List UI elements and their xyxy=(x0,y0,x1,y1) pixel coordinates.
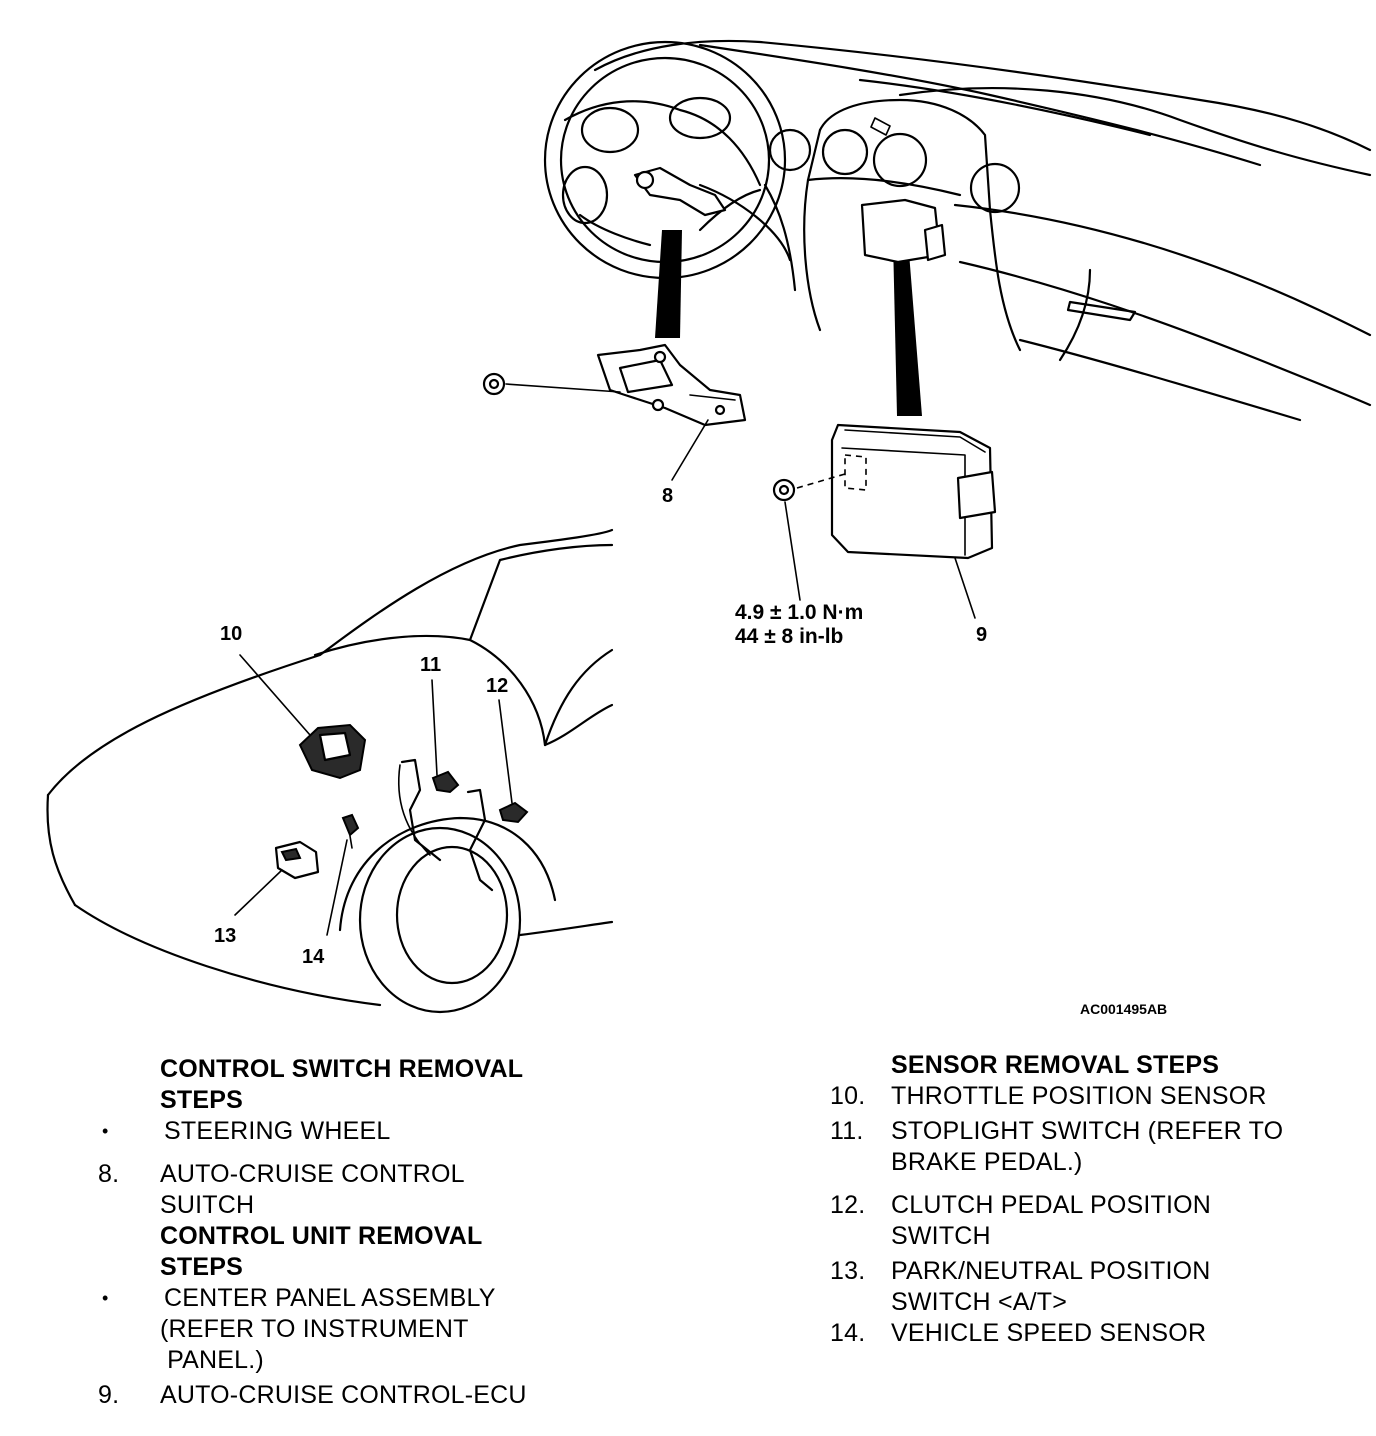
control-unit-heading-line1: CONTROL UNIT REMOVAL xyxy=(160,1222,483,1250)
step-text-continued: SWITCH xyxy=(891,1222,991,1250)
step-text-continued: SUITCH xyxy=(160,1191,255,1219)
leader-wedge-switch xyxy=(655,230,682,338)
step-12-clutch-pedal-switch: 12. CLUTCH PEDAL POSITION xyxy=(830,1190,1350,1221)
leader-wedge-ecu xyxy=(893,240,922,416)
callout-11: 11 xyxy=(420,654,441,676)
step-text: AUTO-CRUISE CONTROL xyxy=(160,1160,465,1188)
part-8-auto-cruise-switch xyxy=(482,343,747,481)
step-8-auto-cruise-switch: 8. AUTO-CRUISE CONTROL xyxy=(98,1159,568,1190)
step-10-throttle-position-sensor: 10. THROTTLE POSITION SENSOR xyxy=(830,1081,1350,1112)
bullet-marker: • xyxy=(102,1288,109,1308)
step-text: STOPLIGHT SWITCH (REFER TO xyxy=(891,1117,1284,1145)
step-text-continued: (REFER TO INSTRUMENT xyxy=(160,1315,469,1343)
control-switch-heading-line2: STEPS xyxy=(160,1086,243,1114)
step-11-stoplight-switch: 11. STOPLIGHT SWITCH (REFER TO xyxy=(830,1116,1350,1147)
control-unit-heading-line2: STEPS xyxy=(160,1253,243,1281)
callout-14: 14 xyxy=(302,946,325,968)
callout-8: 8 xyxy=(662,485,673,507)
step-text: STEERING WHEEL xyxy=(164,1117,391,1145)
bullet-marker: • xyxy=(102,1121,109,1141)
sensor-removal-heading: SENSOR REMOVAL STEPS xyxy=(891,1051,1220,1079)
step-number: 8. xyxy=(98,1160,120,1188)
callout-9: 9 xyxy=(976,624,987,646)
control-switch-unit-removal-steps: CONTROL SWITCH REMOVAL STEPS • STEERING … xyxy=(98,1054,568,1411)
step-number: 9. xyxy=(98,1381,120,1409)
step-number: 13. xyxy=(830,1257,866,1285)
step-text: CLUTCH PEDAL POSITION xyxy=(891,1191,1211,1219)
step-text-continued: SWITCH <A/T> xyxy=(891,1288,1068,1316)
sensor-removal-steps: SENSOR REMOVAL STEPS 10. THROTTLE POSITI… xyxy=(830,1050,1350,1349)
part-9-cruise-ecu xyxy=(772,423,997,619)
step-center-panel: • CENTER PANEL ASSEMBLY xyxy=(98,1283,568,1314)
torque-spec-metric: 4.9 ± 1.0 N·m xyxy=(735,601,863,624)
step-number: 14. xyxy=(830,1319,866,1347)
step-text: VEHICLE SPEED SENSOR xyxy=(891,1319,1207,1347)
step-text-continued: PANEL.) xyxy=(160,1346,264,1374)
step-text: PARK/NEUTRAL POSITION xyxy=(891,1257,1211,1285)
step-number: 10. xyxy=(830,1082,866,1110)
vehicle-front-drawing xyxy=(46,528,614,1014)
callout-10: 10 xyxy=(220,623,242,645)
callout-13: 13 xyxy=(214,925,236,947)
step-text-continued: BRAKE PEDAL.) xyxy=(891,1148,1083,1176)
step-text: AUTO-CRUISE CONTROL-ECU xyxy=(160,1381,527,1409)
step-steering-wheel: • STEERING WHEEL xyxy=(98,1116,568,1147)
figure-reference-code: AC001495AB xyxy=(1080,1001,1167,1017)
step-9-cruise-ecu: 9. AUTO-CRUISE CONTROL-ECU xyxy=(98,1380,568,1411)
step-text: CENTER PANEL ASSEMBLY xyxy=(164,1284,496,1312)
step-text: THROTTLE POSITION SENSOR xyxy=(891,1082,1267,1110)
dashboard-drawing xyxy=(543,39,1372,422)
control-switch-heading-line1: CONTROL SWITCH REMOVAL xyxy=(160,1055,524,1083)
exploded-view-illustration: 8 9 10 11 12 13 14 4.9 ± 1.0 N·m 44 ± 8 … xyxy=(46,39,1372,1017)
step-number: 11. xyxy=(830,1117,864,1145)
step-number: 12. xyxy=(830,1191,866,1219)
ecu-mounting-location xyxy=(860,198,947,264)
callout-12: 12 xyxy=(486,675,508,697)
torque-spec-imperial: 44 ± 8 in-lb xyxy=(735,625,843,648)
step-13-park-neutral-switch: 13. PARK/NEUTRAL POSITION xyxy=(830,1256,1350,1287)
step-14-vehicle-speed-sensor: 14. VEHICLE SPEED SENSOR xyxy=(830,1318,1350,1349)
